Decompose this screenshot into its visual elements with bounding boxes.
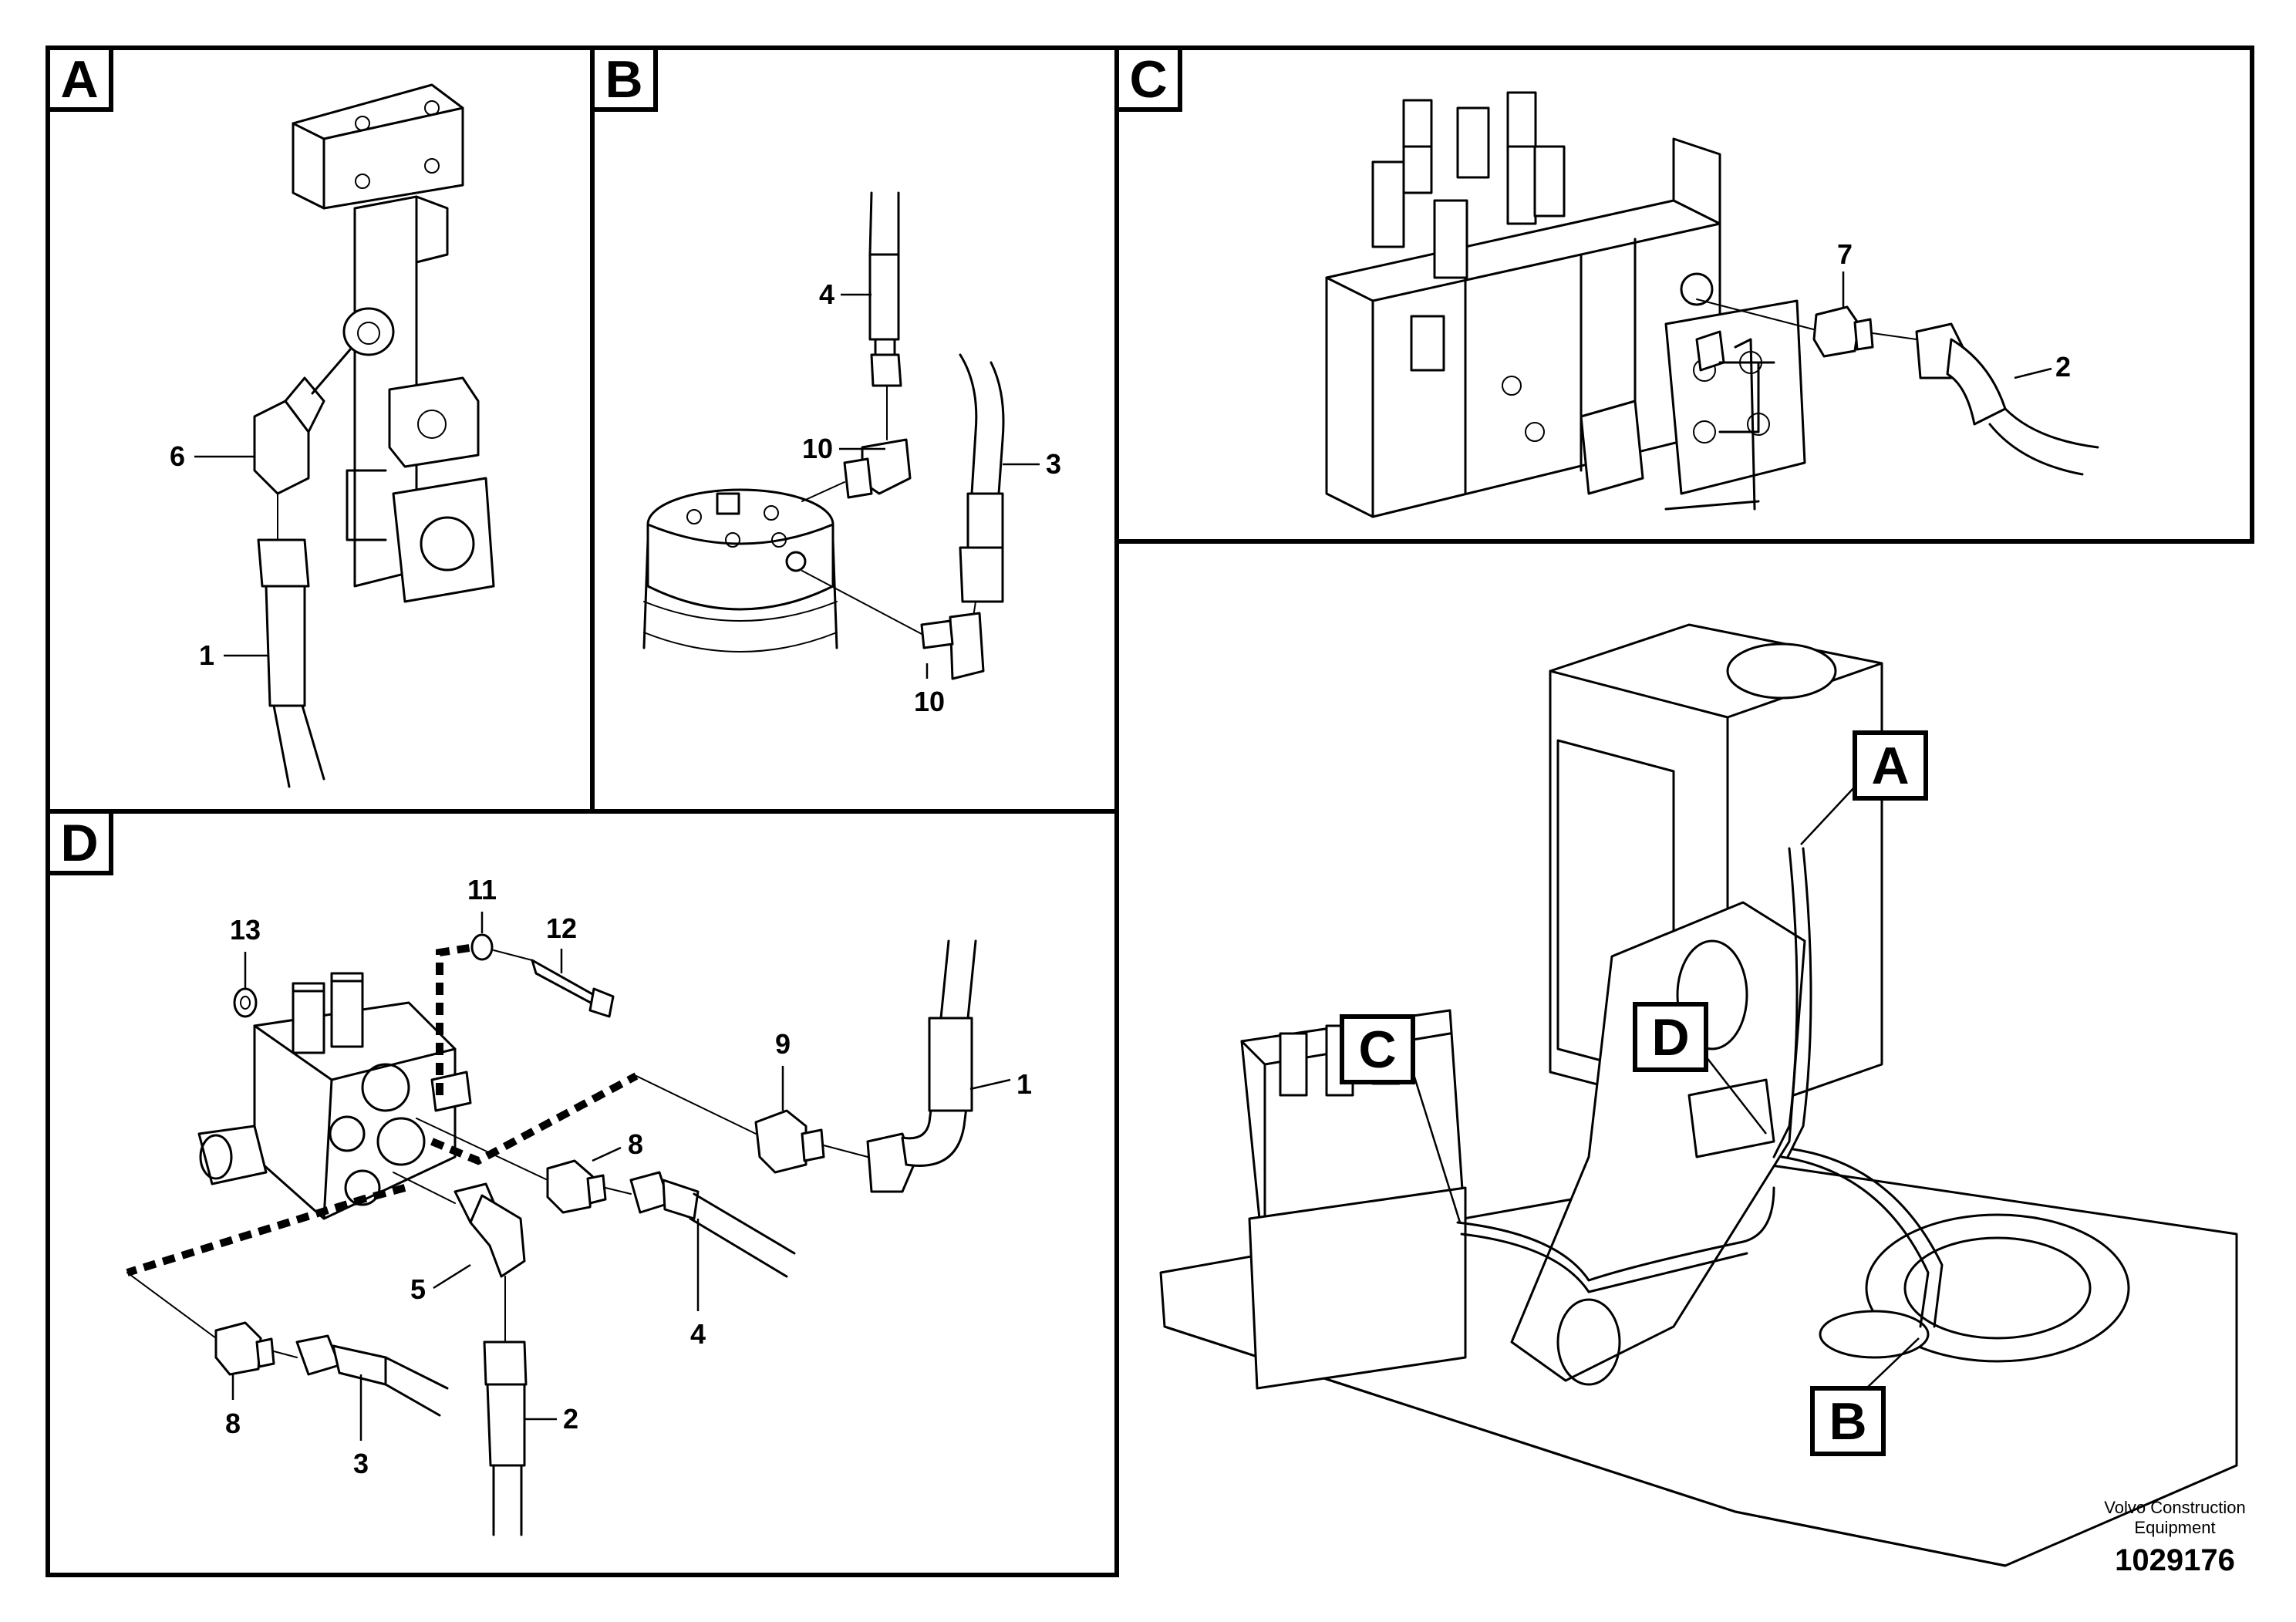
figure-number: 1029176 [2115, 1543, 2235, 1577]
panel-c-hose [1915, 322, 2099, 476]
panel-c-tag [1114, 46, 1182, 112]
panel-d-hose-3 [295, 1334, 449, 1417]
callout-label: 10 [914, 686, 945, 717]
panel-d-elbow-5 [453, 1182, 526, 1278]
panel-c-fitting [1812, 305, 1874, 358]
panel-d-fitting-8-upper [546, 1159, 607, 1214]
overview-marker-b: B [1810, 1337, 1920, 1456]
panel-b-tag [590, 46, 658, 112]
panel-d-frame [46, 809, 1119, 1577]
callout-label: 10 [802, 433, 833, 464]
callout-leader [433, 1263, 471, 1290]
panel-d-hose-2 [483, 1340, 528, 1536]
callout-label: 1 [1017, 1068, 1032, 1100]
overview-marker-c: C [1340, 1014, 1462, 1223]
callout-leader [969, 1078, 1011, 1091]
callout-label: 4 [690, 1318, 706, 1350]
panel-d-fitting-8-lower [214, 1321, 275, 1376]
panel-b-swivel-joint [642, 488, 838, 653]
panel-d-dashed-path [436, 943, 475, 1095]
panel-c-leader-line [1872, 332, 1917, 340]
svg-text:B: B [1829, 1392, 1866, 1451]
panel-a-tag [46, 46, 113, 112]
panel-d: D [46, 809, 1119, 1577]
svg-text:A: A [1871, 737, 1909, 795]
overview-machine [1159, 623, 2238, 1567]
svg-text:C: C [1358, 1020, 1396, 1079]
panel-b-letter: B [605, 50, 642, 109]
callout-label: 11 [467, 874, 497, 905]
callout-label: 9 [775, 1028, 791, 1060]
overview-marker-d: D [1633, 1002, 1767, 1135]
callout-label: 3 [353, 1448, 369, 1479]
panel-c-leader-line [1696, 298, 1817, 331]
panel-c-frame [1114, 46, 2254, 544]
panel-a: A [46, 46, 595, 814]
panel-c-letter: C [1129, 50, 1167, 109]
panel-d-fitting-9 [754, 1109, 825, 1174]
callout-label: 4 [819, 278, 834, 310]
callout-label: 7 [1837, 238, 1853, 270]
panel-b-hose-left [801, 191, 912, 502]
panel-d-dashed-path [126, 1184, 406, 1276]
panel-b: B [590, 46, 1119, 814]
callout-label: 8 [628, 1128, 643, 1160]
panel-c-control-valve [1325, 91, 1806, 518]
callout-label: 3 [1046, 448, 1061, 480]
callout-leader [592, 1146, 622, 1162]
callout-label: 13 [230, 914, 261, 946]
credit-line-1: Volvo Construction [2104, 1498, 2245, 1517]
panel-b-hose-right [801, 353, 1005, 680]
panel-d-hose-4 [629, 1171, 796, 1278]
panel-d-hose-1 [866, 939, 977, 1193]
callout-label: 2 [563, 1403, 578, 1435]
panel-a-elbow-fitting [253, 347, 352, 541]
panel-a-valve-body [292, 83, 495, 603]
overview-marker-a: A [1800, 730, 1928, 845]
panel-d-washer-11 [470, 933, 494, 961]
panel-d-bolt [531, 959, 615, 1018]
svg-text:D: D [1651, 1008, 1689, 1067]
panel-d-valve-block [197, 972, 472, 1220]
callout-label: 8 [225, 1408, 241, 1439]
credit-line-2: Equipment [2134, 1518, 2215, 1537]
callout-label: 12 [546, 912, 577, 944]
panel-a-hose [257, 538, 325, 788]
callout-label: 6 [170, 440, 185, 472]
panel-a-letter: A [60, 50, 98, 109]
callout-label: 5 [410, 1273, 426, 1305]
callout-label: 1 [199, 639, 214, 671]
panel-d-tag [46, 809, 113, 875]
panel-d-letter: D [60, 814, 98, 872]
panel-b-frame [590, 46, 1119, 814]
panel-d-dashed-path [430, 1072, 639, 1165]
panel-c: C [1114, 46, 2254, 544]
callout-label: 2 [2055, 351, 2071, 383]
panel-d-washer-13 [233, 987, 258, 1018]
callout-leader [2014, 367, 2052, 379]
